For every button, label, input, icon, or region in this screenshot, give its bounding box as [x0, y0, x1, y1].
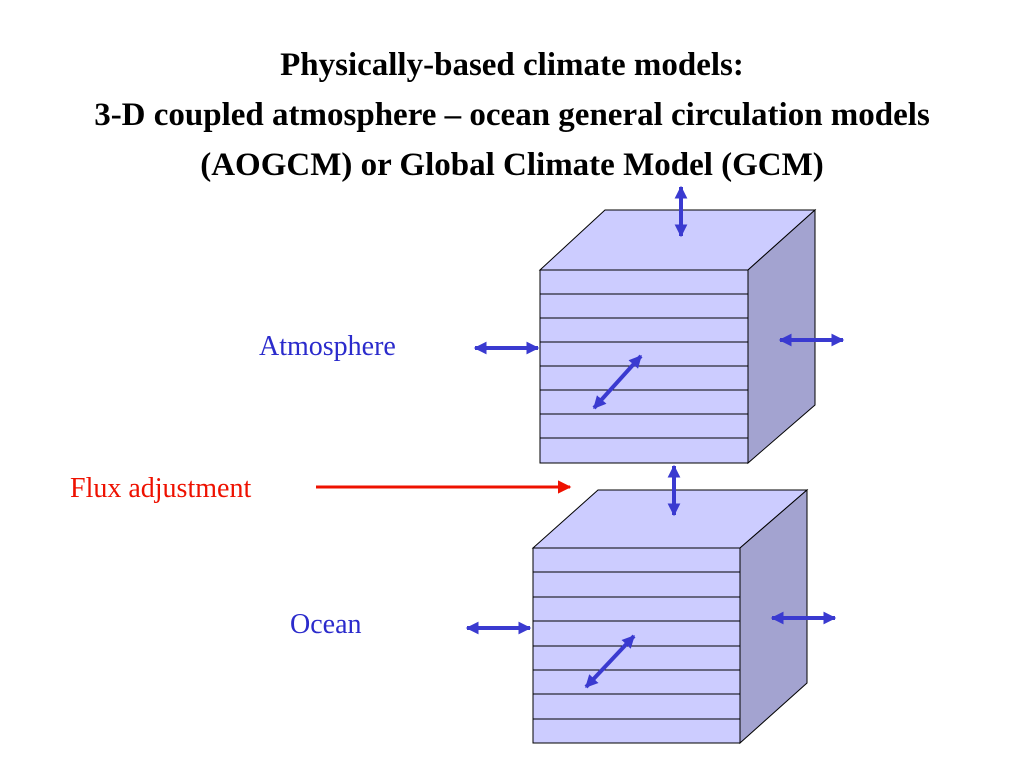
ocean-layer-lines: [533, 571, 740, 720]
ocean-diagonal-arrow: [584, 634, 636, 689]
flux-adjustment-label: Flux adjustment: [70, 473, 252, 504]
title-line-3: (AOGCM) or Global Climate Model (GCM): [200, 147, 824, 183]
title-line-1: Physically-based climate models:: [280, 47, 744, 83]
title-line-2: 3-D coupled atmosphere – ocean general c…: [94, 97, 930, 133]
atmosphere-layer-lines: [540, 293, 748, 439]
atmosphere-cube: [538, 208, 817, 465]
ocean-cube: [531, 488, 809, 745]
slide-title: Physically-based climate models: 3-D cou…: [0, 40, 1024, 190]
ocean-label: Ocean: [290, 609, 362, 640]
atmosphere-label: Atmosphere: [259, 331, 396, 362]
atmosphere-diagonal-arrow: [592, 354, 643, 410]
